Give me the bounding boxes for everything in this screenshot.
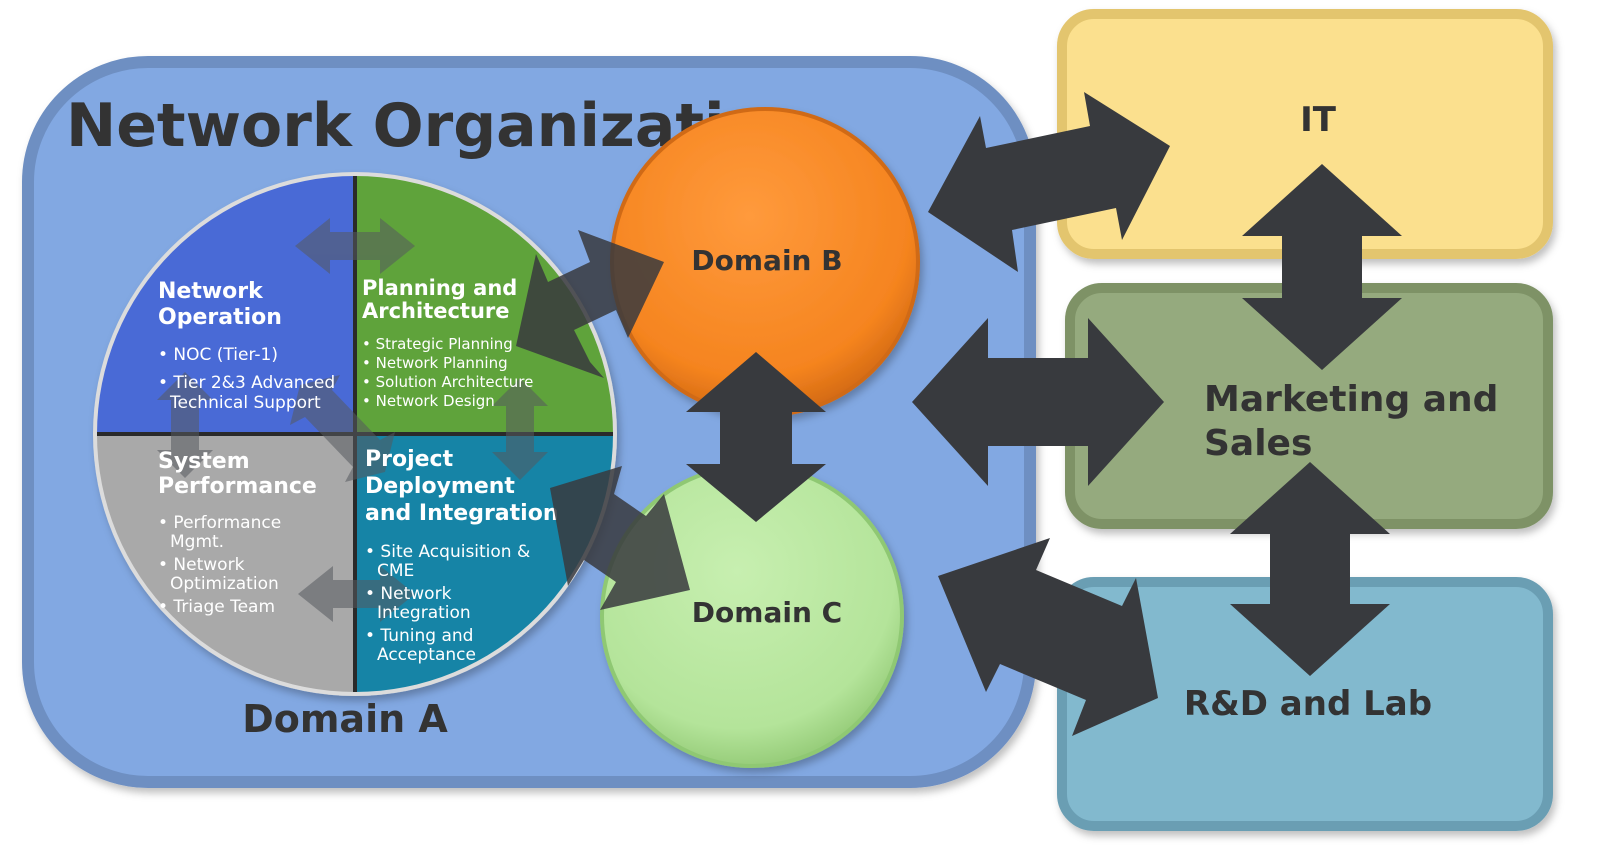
- system-performance-bullet-line: • Performance: [158, 513, 281, 533]
- pie-slice-network-operation: [97, 176, 355, 434]
- pie-slice-system-performance: [97, 434, 355, 692]
- arrow-marketing-rnd: [1230, 462, 1390, 676]
- rnd-lab-label: R&D and Lab: [1184, 684, 1432, 724]
- project-deployment-bullet-line: • Network: [365, 584, 452, 604]
- system-performance-bullet-line: Mgmt.: [170, 532, 224, 552]
- arrow-domainb-domainc: [686, 352, 826, 522]
- network-operation-bullet-line: • NOC (Tier-1): [158, 345, 278, 365]
- pie-inner-arrows: [157, 218, 548, 622]
- network-operation-bullet-line: • Tier 2&3 Advanced: [158, 373, 335, 393]
- marketing-sales-label: Marketing and Sales: [1204, 379, 1511, 464]
- double-arrow-icon: [295, 218, 415, 274]
- project-deployment-bullet-line: Integration: [377, 603, 471, 623]
- domain-b-label: Domain B: [691, 244, 842, 277]
- pie-slice-planning-architecture: [355, 176, 613, 434]
- planning-architecture-bullet-line: • Solution Architecture: [362, 373, 533, 391]
- system-performance-bullet-line: • Network: [158, 555, 245, 575]
- arrow-network-it: [928, 92, 1170, 272]
- connector-arrows: [516, 92, 1402, 736]
- arrow-network-marketing: [912, 318, 1164, 486]
- arrow-pie-domainb: [516, 230, 664, 378]
- network-operation-bullet-line: Technical Support: [169, 393, 321, 413]
- arrow-network-rnd: [938, 538, 1158, 736]
- project-deployment-bullet-line: Acceptance: [377, 645, 476, 665]
- double-arrow-icon: [157, 372, 213, 478]
- planning-architecture-title-line: Planning and: [362, 276, 517, 300]
- planning-architecture-title-line: Architecture: [362, 299, 510, 323]
- system-performance-bullet-line: • Triage Team: [158, 597, 275, 617]
- it-label: IT: [1300, 100, 1337, 140]
- double-arrow-icon: [298, 566, 415, 622]
- project-deployment-bullet-line: CME: [377, 561, 414, 581]
- project-deployment-bullet-line: • Tuning and: [365, 626, 473, 646]
- system-performance-bullet-line: Optimization: [170, 574, 279, 594]
- project-deployment-title-line: and Integration: [365, 501, 558, 526]
- project-deployment-title-line: Project: [365, 447, 454, 472]
- marketing-label-line: Sales: [1204, 423, 1312, 464]
- network-operation-title-line: Network: [158, 279, 264, 304]
- planning-architecture-bullet-line: • Network Planning: [362, 354, 508, 372]
- domain-c-label: Domain C: [692, 596, 842, 629]
- planning-architecture-bullet-line: • Network Design: [362, 392, 495, 410]
- project-deployment-bullet-line: • Site Acquisition &: [365, 542, 530, 562]
- domain-a-label: Domain A: [242, 697, 448, 741]
- system-performance-title-line: Performance: [158, 474, 317, 499]
- network-operation-title-line: Operation: [158, 305, 282, 330]
- pie-slice-project-deployment: [355, 434, 613, 692]
- planning-architecture-bullet-line: • Strategic Planning: [362, 335, 513, 353]
- marketing-label-line: Marketing and: [1204, 379, 1498, 420]
- system-performance-title-line: System: [158, 449, 250, 474]
- diagonal-double-arrow-icon: [290, 375, 395, 482]
- arrow-it-marketing: [1242, 164, 1402, 370]
- project-deployment-title-line: Deployment: [365, 474, 515, 499]
- double-arrow-icon: [492, 378, 548, 480]
- arrow-pie-domainc: [550, 466, 690, 610]
